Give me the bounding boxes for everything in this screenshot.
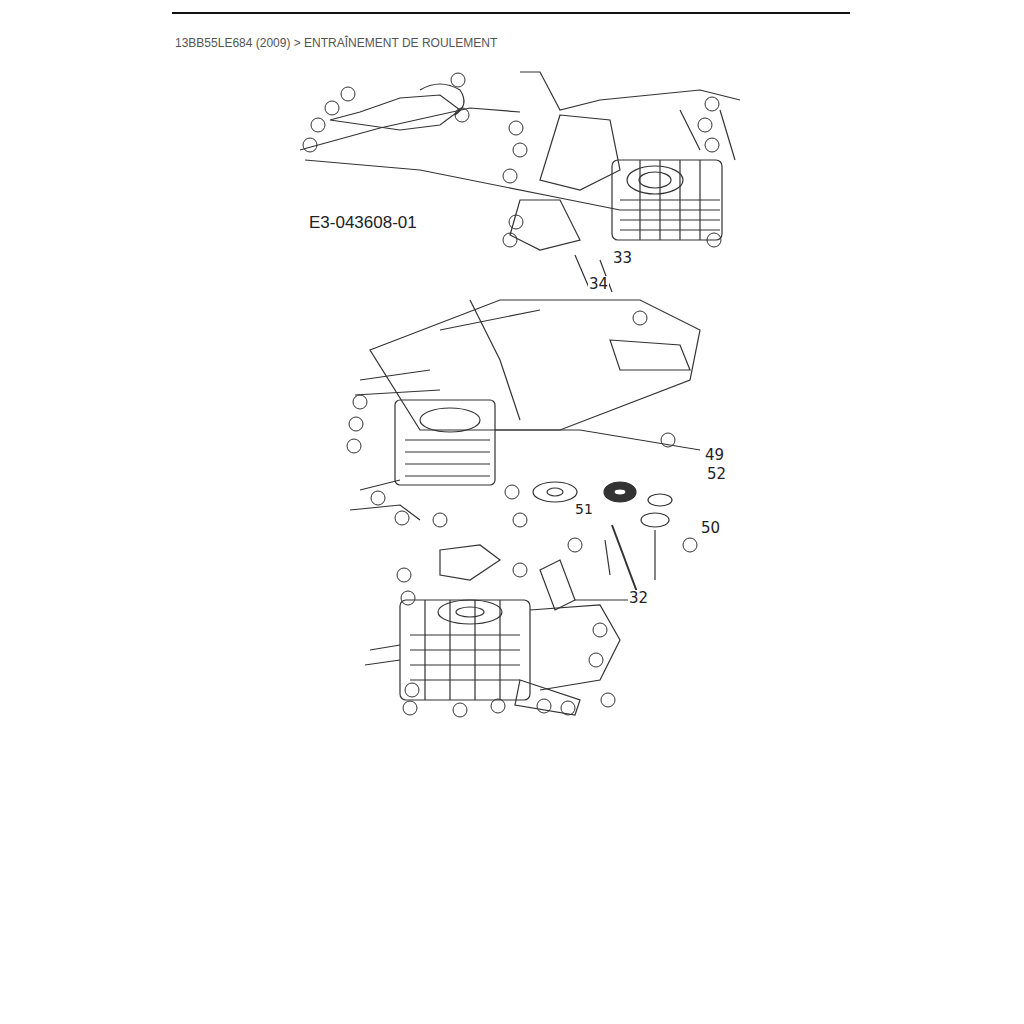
callout-number: 33 — [612, 250, 633, 267]
pulleys — [533, 482, 672, 600]
drawing-number: E3-043608-01 — [308, 214, 418, 233]
callout-number: 50 — [700, 520, 721, 537]
callout-number: 32 — [628, 590, 649, 607]
lower-transaxle — [365, 600, 620, 715]
middle-transaxle — [350, 400, 700, 520]
upper-transaxle — [575, 110, 735, 292]
upper-linkage — [300, 72, 740, 250]
header-rule — [172, 12, 850, 14]
callout-number: 49 — [704, 447, 725, 464]
callout-number: 52 — [706, 466, 727, 483]
callout-circles — [303, 73, 721, 717]
frame — [355, 300, 700, 430]
callout-number: 51 — [574, 502, 594, 517]
page-title: 13BB55LE684 (2009) > ENTRAÎNEMENT DE ROU… — [175, 37, 497, 50]
callout-number: 34 — [588, 276, 609, 293]
